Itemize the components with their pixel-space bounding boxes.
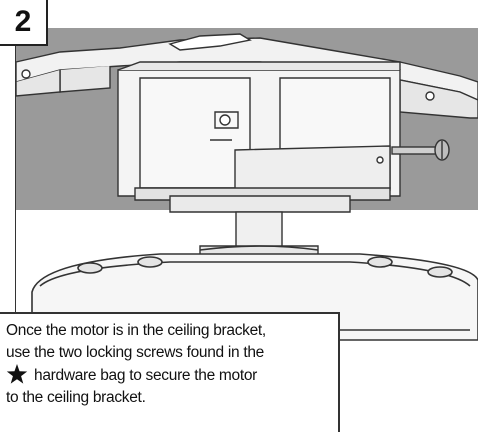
step-number: 2 [0,0,48,46]
instruction-line-3: hardware bag to secure the motor [6,364,334,387]
instruction-line-4: to the ceiling bracket. [6,389,146,406]
instruction-line-2: use the two locking screws found in the [6,344,264,361]
motor-housing [117,61,401,213]
instruction-line-3-text: hardware bag to secure the motor [34,367,258,384]
ceiling-bracket [15,33,478,119]
star-icon [6,364,28,384]
instruction-text: Once the motor is in the ceiling bracket… [0,312,340,432]
instruction-line-1: Once the motor is in the ceiling bracket… [6,322,266,339]
locking-screw [391,139,450,161]
